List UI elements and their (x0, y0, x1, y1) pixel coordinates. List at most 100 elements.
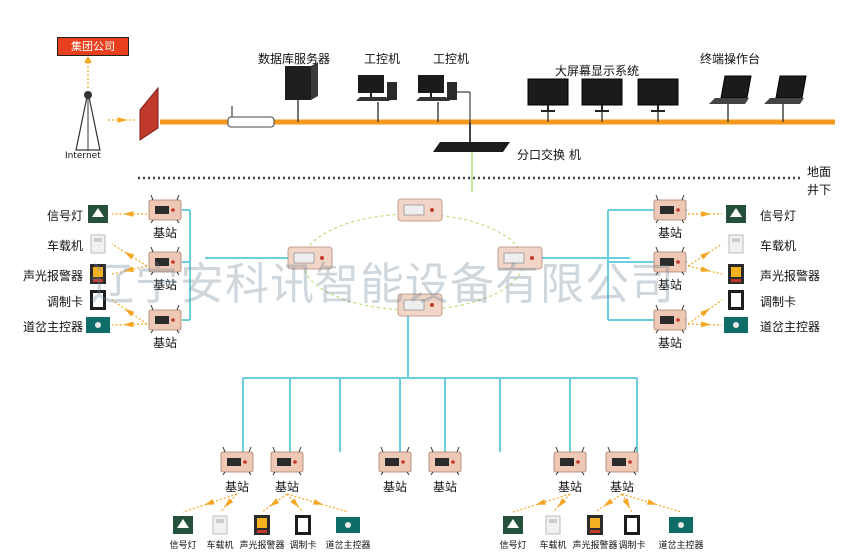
bottom-group-1-arrow-4-head (290, 498, 299, 508)
right-device-5-label: 道岔主控器 (760, 320, 821, 334)
bottom-group-1-device-5-label: 道岔主控器 (325, 541, 371, 551)
bottom-group-2-arrow-5-tip (651, 502, 682, 513)
bottom-base-station-3-label: 基站 (382, 480, 408, 494)
left-base-station-3-label: 基站 (152, 336, 178, 350)
left-base-station-1-label: 基站 (152, 226, 178, 240)
ring-node-2-icon (287, 246, 333, 270)
bottom-base-station-6-icon (605, 446, 639, 476)
left-device-4-label: 调制卡 (46, 295, 83, 309)
left-arrow-4-head (124, 308, 135, 317)
left-base-station-3-icon (148, 304, 182, 334)
bottom-group-1-arrow-1-head (204, 499, 215, 505)
right-base-station-3-label: 基站 (657, 336, 683, 350)
ipc-label-1: 工控机 (364, 52, 401, 66)
bottom-group-1-device-1-label: 信号灯 (169, 541, 197, 551)
bottom-base-station-1-icon (220, 446, 254, 476)
big-screen-monitor-3-icon (637, 78, 679, 112)
right-base-station-1-icon (653, 194, 687, 224)
firewall-icon (139, 86, 159, 141)
right-base-station-1-label: 基站 (657, 226, 683, 240)
terminal-laptop-1-icon (708, 75, 752, 105)
bottom-group-2-device-2-label: 车载机 (539, 541, 567, 551)
bottom-group-2-device-4-label: 调制卡 (618, 541, 646, 551)
right-base-station-3-icon (653, 304, 687, 334)
ipc-2-icon (415, 74, 458, 102)
bottom-base-station-3-icon (378, 446, 412, 476)
bottom-base-station-5-label: 基站 (557, 480, 583, 494)
right-device-1-icon (726, 205, 746, 223)
bottom-group-2-arrow-1-tip (512, 502, 542, 513)
bottom-group-1-device-4-icon (295, 515, 311, 535)
right-device-4-icon (728, 290, 744, 310)
internet-tower-top (84, 91, 92, 99)
bottom-group-2-arrow-5-head (646, 499, 658, 505)
left-device-1-icon (88, 205, 108, 223)
left-arrow-3-tail (129, 265, 148, 271)
right-arrow-2-tip (704, 243, 723, 256)
bottom-group-2-device-3-label: 声光报警器 (572, 541, 618, 551)
internet-label: Internet (65, 151, 101, 161)
big-screen-monitor-2-icon (581, 78, 623, 112)
bottom-group-1-device-2-label: 车载机 (206, 541, 234, 551)
right-base-station-2-icon (653, 246, 687, 276)
left-arrow-3-tip (111, 269, 130, 275)
bottom-group-2-arrow-4-head (622, 498, 630, 509)
right-device-5-icon (724, 317, 748, 333)
right-arrow-4-head (700, 308, 710, 317)
left-arrow-3-head (123, 266, 134, 272)
bottom-group-1-arrow-3-tip (261, 502, 275, 513)
bottom-base-station-1-label: 基站 (224, 480, 250, 494)
bottom-group-2-arrow-3-tip (594, 502, 609, 513)
left-arrow-2-tip (111, 243, 130, 256)
right-arrow-3-tip (704, 269, 723, 275)
right-arrow-3-head (700, 266, 711, 272)
underground-label: 井下 (807, 183, 832, 197)
bottom-group-1-arrow-5-tip (317, 502, 349, 513)
big-screen-monitor-1-icon (527, 78, 569, 112)
left-base-station-2-label: 基站 (152, 278, 178, 292)
right-device-4-label: 调制卡 (760, 295, 797, 309)
ring-node-1-icon (397, 198, 443, 222)
left-arrow-2-head (124, 251, 135, 260)
left-device-5-label: 道岔主控器 (22, 320, 83, 334)
right-arrow-5-tail (687, 323, 706, 326)
right-arrow-2-head (700, 251, 711, 260)
bottom-group-1-arrow-1-tail (209, 493, 238, 504)
bottom-group-1-device-3-label: 声光报警器 (239, 541, 285, 551)
database-server-label: 数据库服务器 (258, 52, 331, 66)
bottom-group-2-arrow-2-head (557, 498, 567, 508)
bottom-group-2-arrow-2-tip (552, 502, 562, 513)
database-server-icon (285, 66, 311, 100)
terminal-label: 终端操作台 (700, 52, 761, 66)
bottom-base-station-6-label: 基站 (609, 480, 635, 494)
right-base-station-2-label: 基站 (657, 278, 683, 292)
bottom-group-2-arrow-5-tail (621, 493, 652, 504)
bottom-group-2-device-1-label: 信号灯 (499, 541, 527, 551)
big-screen-label: 大屏幕显示系统 (555, 64, 640, 78)
bottom-group-1-arrow-5-head (312, 499, 324, 505)
ring-node-3-icon (497, 246, 543, 270)
ipc-1-icon (355, 74, 398, 102)
bottom-group-2-device-1-icon (503, 516, 523, 534)
bottom-group-2-arrow-3-head (603, 498, 614, 507)
bottom-group-2-device-5-label: 道岔主控器 (658, 541, 704, 551)
bottom-group-1-device-4-label: 调制卡 (289, 541, 317, 551)
bottom-group-1-arrow-4-tip (294, 502, 304, 513)
bottom-group-2-device-3-icon (587, 515, 603, 535)
database-server-side (311, 62, 318, 100)
right-device-2-icon (728, 234, 744, 254)
bottom-group-2-device-4-icon (624, 515, 640, 535)
left-arrow-4-tip (111, 299, 130, 313)
left-device-4-icon (90, 290, 106, 310)
bottom-group-2-arrow-1-head (535, 499, 547, 505)
left-arrow-5-tail (129, 323, 148, 326)
left-device-3-icon (90, 264, 106, 284)
right-device-1-label: 信号灯 (760, 209, 797, 223)
switch-label: 分口交换 机 (517, 148, 581, 162)
left-base-station-1-icon (148, 194, 182, 224)
bottom-group-2-device-2-icon (545, 515, 561, 535)
left-base-station-2-icon (148, 246, 182, 276)
bottom-group-1-arrow-3-head (269, 498, 280, 507)
bottom-group-1-arrow-2-tip (219, 502, 229, 513)
